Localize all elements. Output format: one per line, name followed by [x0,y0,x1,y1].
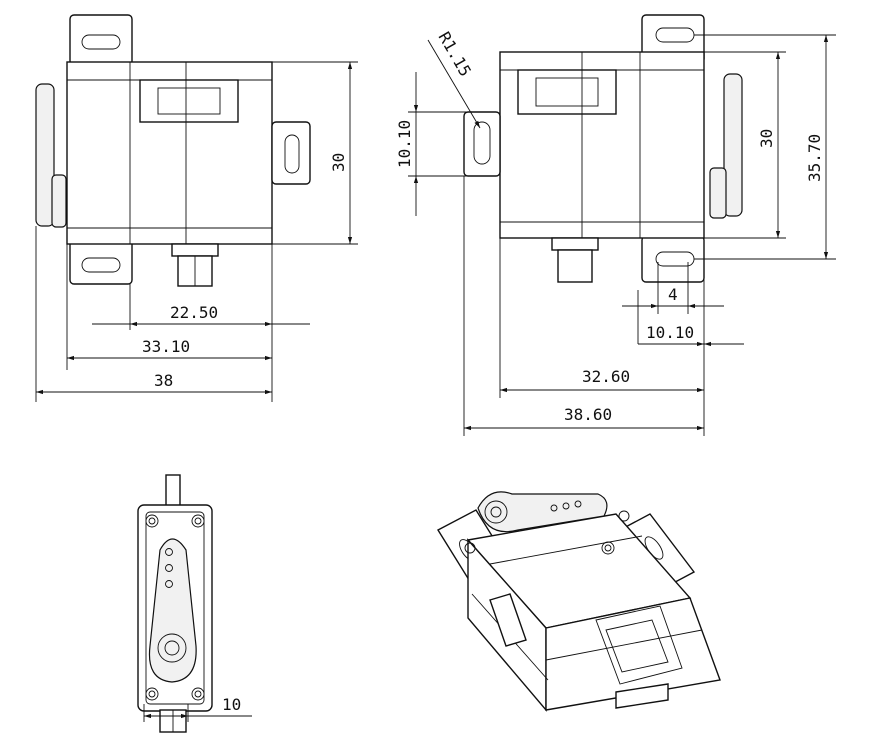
dim-30-front: 30 [329,153,348,172]
dim-r1-15: R1.15 [435,29,476,80]
dim-38-60: 38.60 [564,405,612,424]
front-view-dimensions: 22.50 33.10 38 30 [35,61,358,402]
dim-22-50: 22.50 [170,303,218,322]
dim-38: 38 [154,371,173,390]
dim-4: 4 [668,285,678,304]
top-view [137,474,213,733]
front-view [35,14,311,287]
dim-10-10-side-offset: 10.10 [646,323,694,342]
dim-33-10: 33.10 [142,337,190,356]
dim-10-10-side-slot: 10.10 [395,120,414,168]
side-view [463,14,743,283]
dim-30-side: 30 [757,129,776,148]
dim-35-70: 35.70 [805,134,824,182]
dim-10-top: 10 [222,695,241,714]
top-view-dimensions: 10 [143,695,252,722]
dim-32-60: 32.60 [582,367,630,386]
isometric-view [437,491,721,712]
